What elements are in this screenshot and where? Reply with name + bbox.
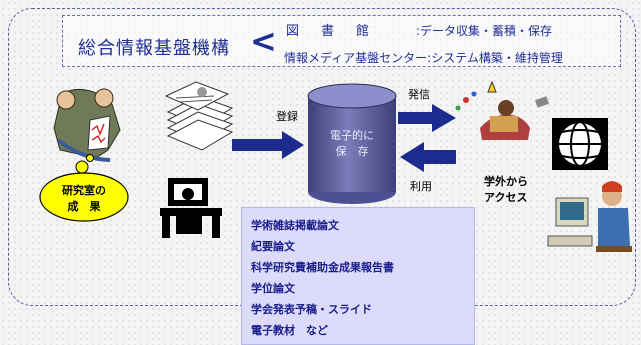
register-arrow [232, 131, 304, 159]
external-access-label: 学外から アクセス [484, 174, 528, 206]
org-title: 総合情報基盤機構 [78, 38, 230, 59]
computer-user-icon [547, 181, 632, 252]
library-role: :データ収集・蓄積・保存 [416, 24, 553, 38]
publication-item: 電子教材 など [251, 324, 328, 337]
publication-item: 学位論文 [251, 282, 295, 295]
library-label: 図書館 [286, 24, 392, 39]
publication-item: 紀要論文 [251, 240, 295, 253]
cylinder-label-line2: 保 存 [335, 145, 369, 158]
lab-label-line2: 成 果 [67, 200, 101, 213]
publication-item: 学会発表予稿・スライド [251, 303, 372, 316]
cylinder-label-line1: 電子的に [330, 129, 374, 142]
lab-label-line1: 研究室の [62, 184, 106, 197]
lab-results-label: 研究室の 成 果 [48, 183, 120, 215]
publication-item: 科学研究費補助金成果報告書 [251, 261, 394, 274]
cylinder-label: 電子的に 保 存 [316, 128, 388, 160]
media-center-role: :システム構築・維持管理 [427, 51, 563, 65]
title-box [62, 15, 621, 67]
student-reading-icon [455, 80, 550, 140]
computer-desk-user-icon [160, 178, 222, 238]
researchers-clipart [53, 88, 121, 162]
media-center-label: 情報メディア基盤センター [284, 51, 428, 65]
send-label: 発信 [408, 88, 430, 101]
documents-stack-icon [164, 81, 234, 151]
publication-item: 学術雑誌掲載論文 [251, 219, 339, 232]
register-label-line: 登録 [276, 110, 298, 123]
media-center-line: 情報メディア基盤センター:システム構築・維持管理 [284, 49, 563, 66]
lab-bubble [39, 154, 129, 222]
publication-types-box: 学術雑誌掲載論文 紀要論文 科学研究費補助金成果報告書 学位論文 学会発表予稿・… [241, 207, 475, 345]
access-label-line1: 学外から [484, 175, 528, 188]
access-label-line2: アクセス [484, 191, 528, 204]
database-cylinder [307, 83, 397, 204]
register-label: 登録 [276, 110, 298, 124]
send-arrow [398, 104, 456, 132]
use-label: 利用 [410, 180, 432, 193]
globe-icon [552, 118, 608, 170]
use-arrow [400, 142, 456, 172]
title-chevron: < [250, 22, 277, 60]
